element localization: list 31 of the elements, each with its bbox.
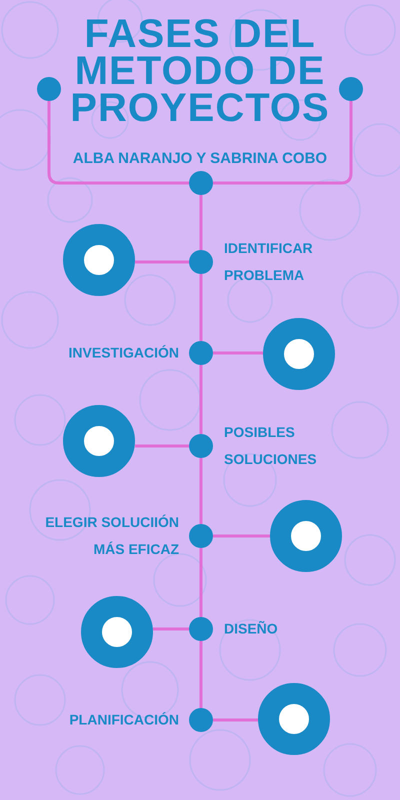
connector-line [213, 352, 263, 354]
timeline-dot [189, 708, 213, 732]
timeline-dot [189, 250, 213, 274]
connector-line [48, 101, 189, 184]
connector-line [213, 718, 258, 722]
timeline-dot [189, 434, 213, 458]
connector-line [200, 458, 202, 524]
connector-line [213, 534, 270, 538]
phase-label: POSIBLES SOLUCIONES [224, 423, 318, 469]
timeline-dot [189, 524, 213, 548]
timeline-dot [37, 77, 61, 101]
phase-label: INVESTIGACIÓN [68, 344, 179, 362]
connector-line [213, 101, 352, 184]
timeline-dot [189, 171, 213, 195]
subtitle: ALBA NARANJO Y SABRINA COBO [72, 150, 328, 167]
connector-line [153, 628, 189, 630]
phase-label: PLANIFICACIÓN [68, 710, 179, 730]
connector-line [135, 444, 189, 448]
timeline-dot [189, 617, 213, 641]
connector-line [135, 260, 189, 264]
timeline-dot [339, 77, 363, 101]
title: FASES DEL METODO DE PROYECTOS [69, 16, 331, 127]
connector-line [200, 548, 202, 617]
connector-line [200, 195, 202, 250]
phase-label: ELEGIR SOLUCIIÓN MÁS EFICAZ [44, 513, 179, 559]
connector-line [200, 274, 202, 341]
phase-label: DISEÑO [224, 620, 279, 638]
connector-line [200, 641, 202, 708]
connector-line [200, 365, 202, 434]
phase-label: IDENTIFICAR PROBLEMA [224, 239, 314, 285]
timeline-dot [189, 341, 213, 365]
